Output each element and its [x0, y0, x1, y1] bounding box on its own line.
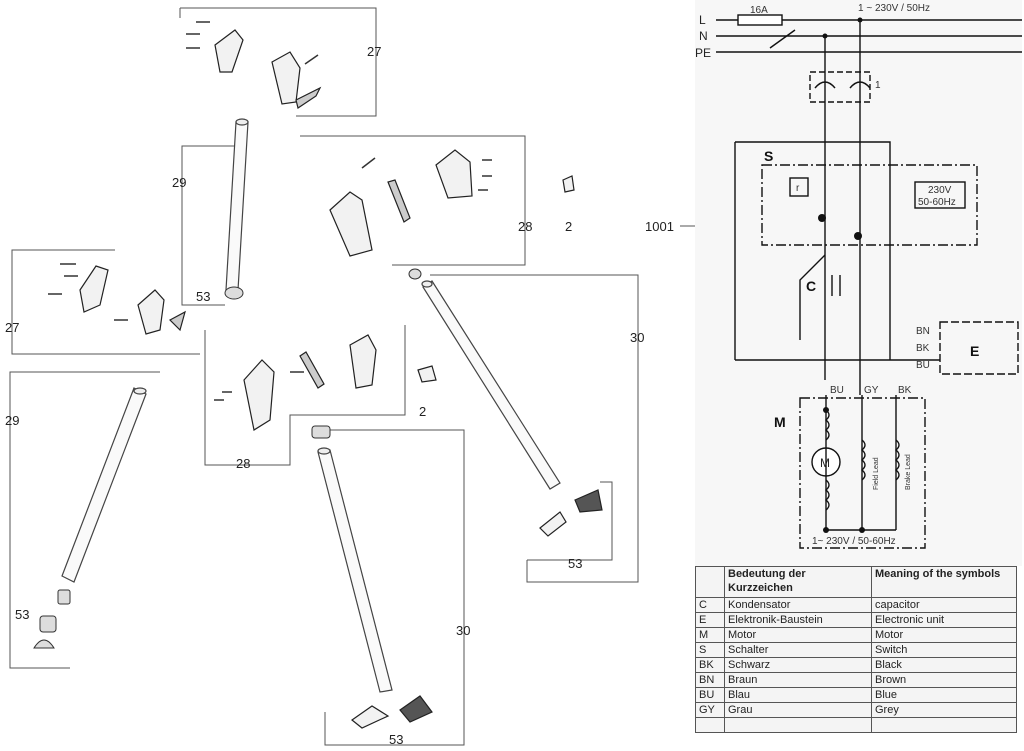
plug-number: 1: [875, 80, 881, 91]
legend-code: GY: [695, 702, 725, 718]
legend-code: E: [695, 612, 725, 628]
callout-29-left: 29: [5, 413, 19, 428]
legend-de: Elektronik-Baustein: [724, 612, 872, 628]
e-wire-bu: BU: [916, 360, 930, 371]
legend-code: C: [695, 597, 725, 613]
e-wire-bk: BK: [916, 343, 930, 354]
switch-label: S: [764, 148, 773, 164]
callout-53-right: 53: [568, 556, 582, 571]
legend-de: Schalter: [724, 642, 872, 658]
group-box-30-right: [430, 274, 639, 583]
legend-de: Blau: [724, 687, 872, 703]
wire-pe-label: PE: [695, 46, 711, 60]
callout-53-left: 53: [15, 607, 29, 622]
callout-53-mid: 53: [196, 289, 210, 304]
legend-de: Kondensator: [724, 597, 872, 613]
wiring-diagram: L N PE 16A 1 ~ 230V / 50Hz 1 S r 230V 50…: [695, 0, 1022, 566]
legend-table: Bedeutung der Kurzzeichen Meaning of the…: [695, 566, 1017, 733]
legend-code: BK: [695, 657, 725, 673]
motor-wire-bu: BU: [830, 385, 844, 396]
fuse-label: 16A: [750, 5, 768, 16]
tube-parts: [61, 118, 561, 693]
legend-code: S: [695, 642, 725, 658]
legend-en: Electronic unit: [871, 612, 1017, 628]
brake-lead-label: Brake Lead: [905, 454, 912, 490]
callout-2-right: 2: [565, 219, 572, 234]
motor-label: M: [774, 414, 786, 430]
group-box-28-bottom: [204, 325, 406, 466]
callouts: 27 29 53 28 2 27 30 2 29 28 53 53 30 53 …: [5, 44, 674, 747]
legend-en: capacitor: [871, 597, 1017, 613]
legend-en: Switch: [871, 642, 1017, 658]
legend-en: Motor: [871, 627, 1017, 643]
legend-header-de: Bedeutung der Kurzzeichen: [724, 566, 872, 598]
callout-29-mid: 29: [172, 175, 186, 190]
legend-de: Braun: [724, 672, 872, 688]
switch-rating-2: 50-60Hz: [918, 197, 956, 208]
group-box-29-left: [9, 371, 160, 669]
callout-1001: 1001: [645, 219, 674, 234]
tube-30-right: [422, 280, 561, 490]
callout-28-right: 28: [518, 219, 532, 234]
legend-header-en: Meaning of the symbols: [871, 566, 1017, 598]
legend-en: Grey: [871, 702, 1017, 718]
callout-30-bottom: 30: [456, 623, 470, 638]
wire-l-label: L: [699, 13, 706, 27]
switch-resistor: r: [796, 183, 800, 194]
capacitor-label: C: [806, 278, 816, 294]
exploded-view: [9, 7, 639, 746]
tube-29-mid: [225, 121, 249, 291]
legend-en: Blue: [871, 687, 1017, 703]
group-box-27-left: [11, 249, 200, 355]
screw-parts: [48, 21, 492, 401]
callout-53-bottom: 53: [389, 732, 403, 747]
wire-n-label: N: [699, 29, 708, 43]
electronic-unit-label: E: [970, 343, 979, 359]
e-wire-bn: BN: [916, 326, 930, 337]
motor-wire-gy: GY: [864, 385, 879, 396]
callout-27-left: 27: [5, 320, 19, 335]
switch-rating-1: 230V: [928, 185, 952, 196]
legend-code: M: [695, 627, 725, 643]
legend-de: Motor: [724, 627, 872, 643]
tube-30-bottom: [317, 449, 393, 693]
legend-code: BU: [695, 687, 725, 703]
legend-row-empty: [695, 717, 1017, 733]
mechanism-parts: [79, 29, 603, 729]
motor-symbol: M: [820, 456, 830, 470]
callout-30-right: 30: [630, 330, 644, 345]
legend-de: Grau: [724, 702, 872, 718]
motor-supply-label: 1~ 230V / 50-60Hz: [812, 536, 896, 547]
callout-2-mid: 2: [419, 404, 426, 419]
motor-wire-bk: BK: [898, 385, 912, 396]
group-box-29-mid: [181, 145, 247, 306]
group-box-28-right: [300, 135, 526, 266]
group-box-27-top: [180, 7, 377, 117]
field-lead-label: Field Lead: [873, 457, 880, 490]
legend-en: Brown: [871, 672, 1017, 688]
legend-code: BN: [695, 672, 725, 688]
group-box-30-bottom: [324, 429, 465, 746]
joint-parts: [33, 268, 422, 649]
supply-label: 1 ~ 230V / 50Hz: [858, 3, 930, 14]
legend-en: Black: [871, 657, 1017, 673]
legend-de: Schwarz: [724, 657, 872, 673]
callout-28-bottom: 28: [236, 456, 250, 471]
callout-27-top: 27: [367, 44, 381, 59]
tube-29-left: [61, 387, 147, 583]
